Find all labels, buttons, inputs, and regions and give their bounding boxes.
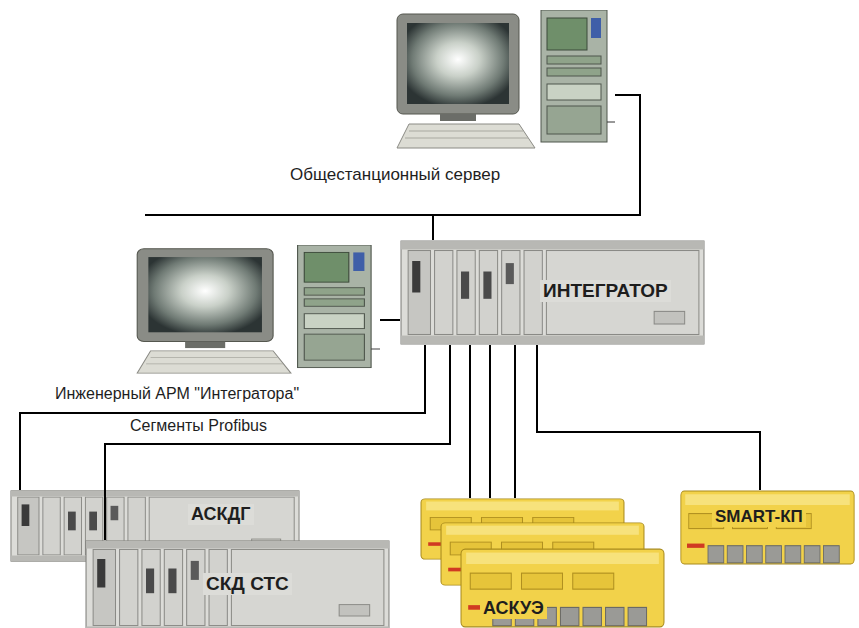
- integrator-node: ИНТЕГРАТОР: [400, 240, 705, 345]
- skd-rack: [86, 541, 389, 628]
- subsystem-rack: АСКДГ: [10, 490, 300, 560]
- subsystem-rack: СКД СТС: [85, 540, 390, 628]
- segment-label: Сегменты Profibus: [130, 417, 267, 435]
- meter-group: АСКУЭ: [420, 498, 665, 628]
- server-icon: [397, 10, 615, 148]
- profibus-link: [514, 345, 516, 498]
- profibus-link: [20, 345, 425, 490]
- controller-device: SMART-КП: [680, 490, 855, 565]
- box-label: SMART-КП: [712, 507, 806, 527]
- profibus-link: [380, 319, 400, 321]
- box-label: АСКДГ: [188, 504, 254, 525]
- box-label: СКД СТС: [203, 573, 292, 595]
- profibus-link: [537, 345, 760, 490]
- integrator-rack: [401, 241, 704, 344]
- profibus-link: [489, 345, 491, 498]
- icon-caption: Общестанционный сервер: [290, 165, 500, 185]
- box-label: АСКУЭ: [480, 598, 547, 619]
- icon-caption: Инженерный АРМ "Интегратора": [55, 385, 299, 403]
- profibus-link: [469, 345, 471, 498]
- workstation-node: Инженерный АРМ "Интегратора": [135, 245, 380, 375]
- box-label: ИНТЕГРАТОР: [540, 280, 671, 302]
- workstation-icon: [137, 245, 380, 373]
- smart-device: [681, 491, 854, 564]
- meter-device: [461, 549, 664, 627]
- label-holder: Сегменты Profibus: [130, 417, 267, 435]
- profibus-link: [105, 345, 450, 540]
- server-node: Общестанционный сервер: [395, 10, 615, 150]
